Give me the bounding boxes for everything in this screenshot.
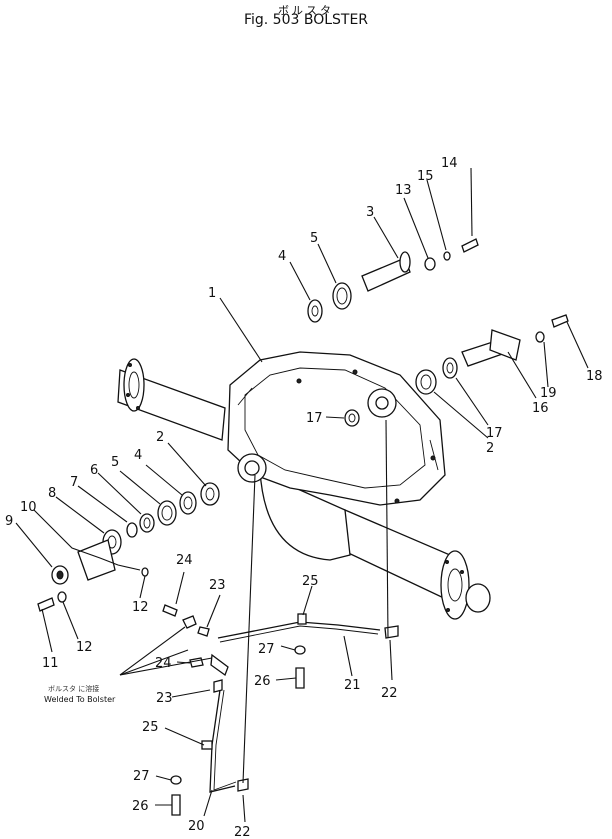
- callout-5-upper: 5: [310, 231, 318, 246]
- callout-27-upper: 27: [258, 642, 275, 657]
- leader-lines: [15, 167, 589, 823]
- callout-8: 8: [48, 486, 56, 501]
- callout-3: 3: [366, 205, 374, 220]
- grease-piping: [162, 604, 399, 816]
- callout-18: 18: [586, 369, 603, 384]
- callout-24-lower: 24: [155, 656, 172, 671]
- callout-9: 9: [5, 514, 13, 529]
- callout-12-upper: 12: [132, 600, 149, 615]
- japanese-title: ボルスタ: [278, 4, 334, 17]
- callout-4-upper: 4: [278, 249, 286, 264]
- callout-4-left: 4: [134, 448, 142, 463]
- upper-pin-assembly: [307, 238, 479, 323]
- callout-24-upper: 24: [176, 553, 193, 568]
- callout-25-lower: 25: [142, 720, 159, 735]
- callout-23-lower: 23: [156, 691, 173, 706]
- callout-13: 13: [395, 183, 412, 198]
- left-pin-assembly: [37, 482, 220, 612]
- callout-17-right: 17: [486, 426, 503, 441]
- callout-2-right: 2: [486, 441, 494, 456]
- callout-7: 7: [70, 475, 78, 490]
- bolster-body: [117, 351, 491, 620]
- callout-22-right: 22: [381, 686, 398, 701]
- callout-21: 21: [344, 678, 361, 693]
- callout-11: 11: [42, 656, 59, 671]
- right-pin-assembly: [344, 314, 569, 427]
- callout-12-lower: 12: [76, 640, 93, 655]
- callout-19: 19: [540, 386, 557, 401]
- callout-26-upper: 26: [254, 674, 271, 689]
- figure-title: Fig. 503 BOLSTER: [243, 12, 369, 28]
- callout-2-left: 2: [156, 430, 164, 445]
- callouts: 1 2 2 3 4 4 5 5 6 7 8 9 10 11 12 12 13 1…: [5, 156, 603, 839]
- callout-14: 14: [441, 156, 458, 171]
- callout-15: 15: [417, 169, 434, 184]
- callout-25-upper: 25: [302, 574, 319, 589]
- callout-27-lower: 27: [133, 769, 150, 784]
- callout-20: 20: [188, 819, 205, 834]
- callout-1: 1: [208, 286, 216, 301]
- callout-22-bottom: 22: [234, 825, 251, 839]
- callout-6: 6: [90, 463, 98, 478]
- callout-17-left: 17: [306, 411, 323, 426]
- callout-16: 16: [532, 401, 549, 416]
- callout-5-left: 5: [111, 455, 119, 470]
- callout-26-lower: 26: [132, 799, 149, 814]
- callout-23-upper: 23: [209, 578, 226, 593]
- welded-note: Welded To Bolster: [44, 695, 116, 704]
- welded-note-japanese: ボルスタ に溶接: [48, 684, 99, 693]
- callout-10: 10: [20, 500, 37, 515]
